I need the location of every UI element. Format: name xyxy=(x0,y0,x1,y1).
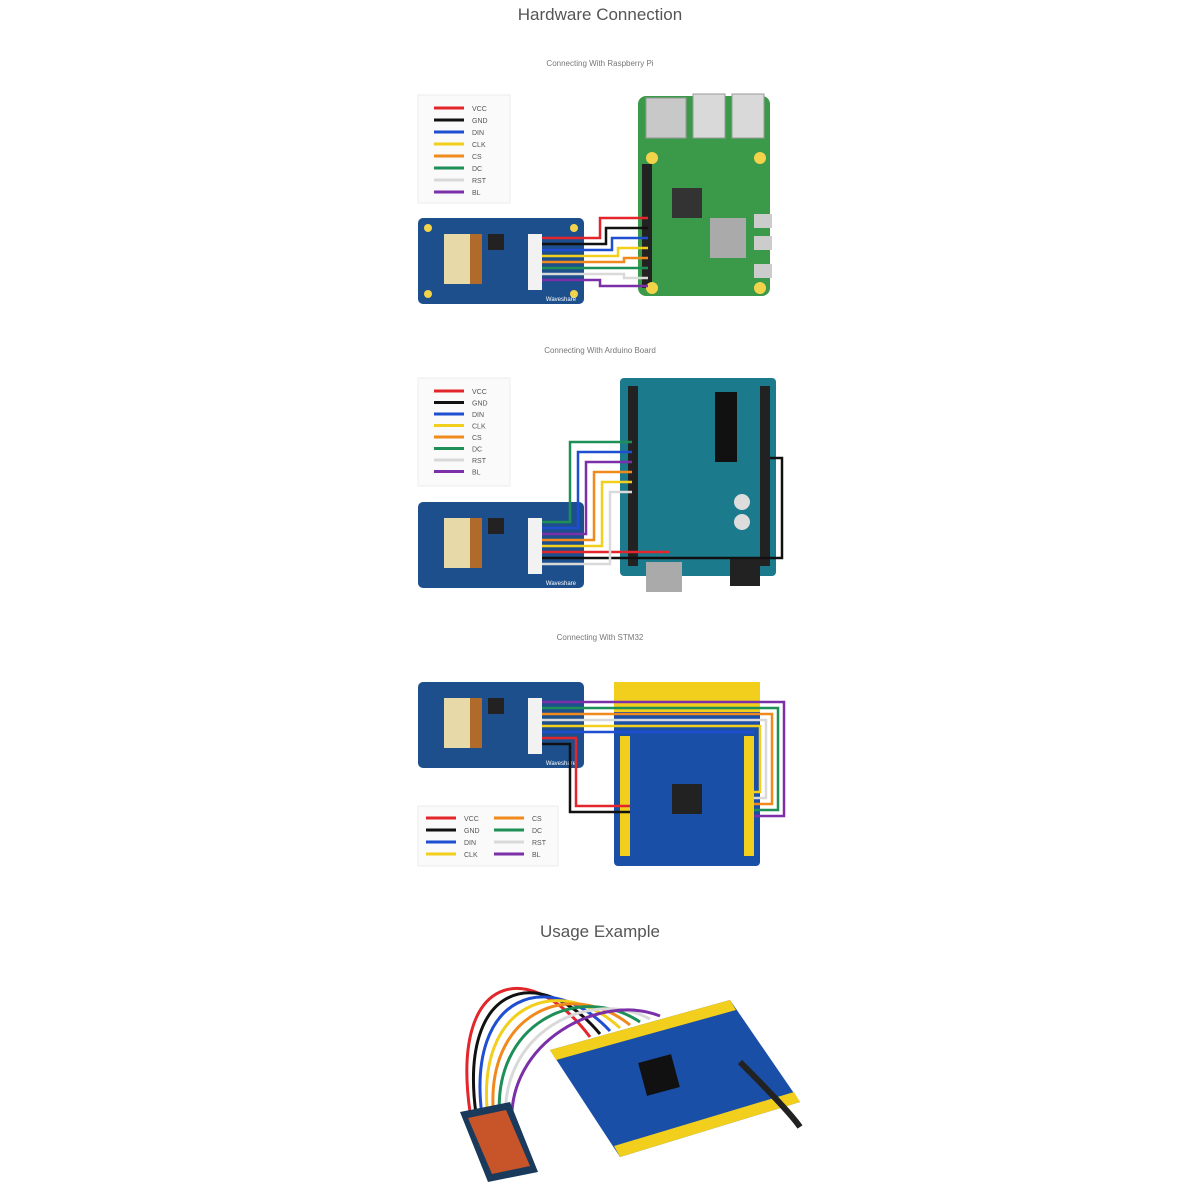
legend-items: VCC GND DIN CLK CS DC RST BL xyxy=(426,816,547,859)
caption-stm32: Connecting With STM32 xyxy=(556,633,644,642)
caption-raspberry-pi: Connecting With Raspberry Pi xyxy=(546,59,654,68)
pin-legend xyxy=(417,94,511,204)
legend-label-din: DIN xyxy=(472,130,484,137)
stm32-board xyxy=(614,682,760,866)
pin-legend xyxy=(417,805,559,867)
legend-label-vcc: VCC xyxy=(464,816,479,823)
legend-label-dc: DC xyxy=(472,447,482,454)
legend-label-cs: CS xyxy=(472,154,482,161)
legend-label-gnd: GND xyxy=(472,118,488,125)
legend-items: VCC GND DIN CLK CS DC RST BL xyxy=(434,106,488,197)
legend-label-cs: CS xyxy=(472,435,482,442)
legend-label-rst: RST xyxy=(472,458,487,465)
legend-label-bl: BL xyxy=(472,470,481,477)
legend-label-din: DIN xyxy=(472,412,484,419)
legend-label-vcc: VCC xyxy=(472,106,487,113)
module-brand-label: Waveshare xyxy=(546,581,577,587)
caption-arduino: Connecting With Arduino Board xyxy=(544,346,656,355)
module-brand-label: Waveshare xyxy=(546,761,577,767)
usage-example-title: Usage Example xyxy=(539,922,660,941)
pin-legend xyxy=(417,377,511,487)
raspberry-pi-diagram: VCC GND DIN CLK CS DC RST BL Waveshare xyxy=(417,93,772,304)
legend-label-gnd: GND xyxy=(464,828,480,835)
legend-items: VCC GND DIN CLK CS DC RST BL xyxy=(434,389,488,477)
usage-example-photo xyxy=(460,987,803,1182)
legend-label-dc: DC xyxy=(472,166,482,173)
legend-label-cs: CS xyxy=(532,816,542,823)
legend-label-clk: CLK xyxy=(464,852,478,859)
legend-label-bl: BL xyxy=(472,190,481,197)
module-brand-label: Waveshare xyxy=(546,297,577,303)
legend-label-bl: BL xyxy=(532,852,541,859)
gpio-header xyxy=(642,164,652,288)
legend-label-vcc: VCC xyxy=(472,389,487,396)
arduino-diagram: VCC GND DIN CLK CS DC RST BL Waveshare xyxy=(417,377,784,592)
legend-label-clk: CLK xyxy=(472,142,486,149)
legend-label-rst: RST xyxy=(472,178,487,185)
stm32-diagram: Waveshare VCC GND DIN CLK CS DC RST BL xyxy=(417,682,786,867)
legend-label-dc: DC xyxy=(532,828,542,835)
legend-label-rst: RST xyxy=(532,840,547,847)
legend-label-clk: CLK xyxy=(472,424,486,431)
hardware-connection-title: Hardware Connection xyxy=(517,5,683,24)
legend-label-din: DIN xyxy=(464,840,476,847)
legend-label-gnd: GND xyxy=(472,401,488,408)
arduino-board xyxy=(620,378,776,576)
